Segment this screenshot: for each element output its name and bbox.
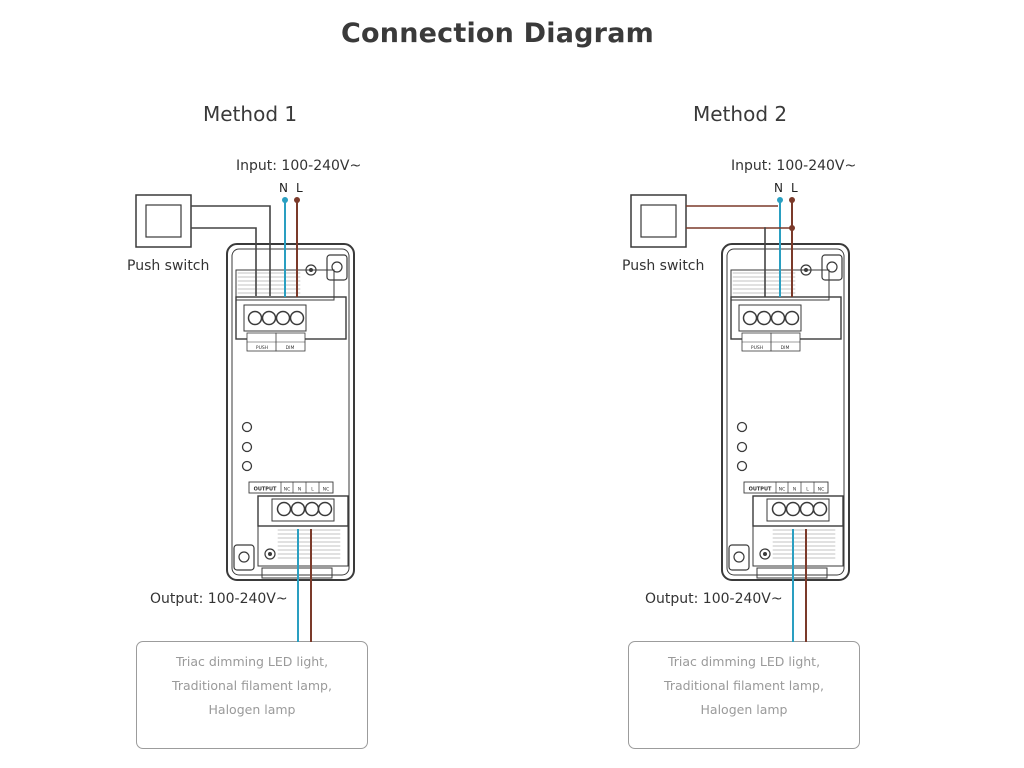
top-terminal-screw: [289, 310, 305, 326]
bottom-label-l: L: [806, 487, 809, 493]
method-1-output-label: Output: 100-240V~: [150, 591, 288, 607]
bottom-label-nc: NC: [323, 487, 330, 493]
bottom-label-nc: NC: [779, 487, 786, 493]
method-1-neutral-label: N: [279, 181, 288, 195]
bottom-label-n: N: [793, 487, 796, 493]
mount-hole-bottom-circle: [733, 551, 745, 563]
bottom-label-nc: NC: [818, 487, 825, 493]
bottom-screw-center: [763, 552, 767, 556]
method-2-diagram: PUSH DIM OUTPUT NC N L NC: [630, 194, 850, 642]
bottom-terminal-recess: [766, 498, 830, 522]
top-terminal-screw: [275, 310, 291, 326]
method-2-heading: Method 2: [693, 102, 788, 126]
push-switch-button: [145, 204, 182, 238]
indicator-led: [736, 460, 748, 472]
method-1-switch-label: Push switch: [127, 258, 210, 274]
top-terminal-screw: [770, 310, 786, 326]
method-2-output-label: Output: 100-240V~: [645, 591, 783, 607]
input-live-dot: [294, 197, 300, 203]
method-1-heading: Method 1: [203, 102, 298, 126]
method-1-live-label: L: [296, 181, 303, 195]
method-2-load-line: Triac dimming LED light,: [667, 654, 821, 669]
input-neutral-dot: [777, 197, 783, 203]
bottom-terminal-screw: [317, 501, 333, 517]
mount-hole-bottom-circle: [238, 551, 250, 563]
bottom-label-l: L: [311, 487, 314, 493]
controller-inner-outline: [726, 248, 845, 576]
top-label-push: PUSH: [256, 345, 268, 351]
input-neutral-dot: [282, 197, 288, 203]
method-2-neutral-label: N: [774, 181, 783, 195]
top-terminal-screw: [247, 310, 263, 326]
indicator-led: [241, 460, 253, 472]
method-1-load-line: Triac dimming LED light,: [175, 654, 329, 669]
bottom-header-output: OUTPUT: [749, 487, 772, 493]
method-2-switch-label: Push switch: [622, 258, 705, 274]
top-terminal-screw: [784, 310, 800, 326]
mount-hole-top-circle: [826, 261, 838, 273]
mount-hole-bottom: [233, 544, 255, 571]
top-terminal-recess: [243, 304, 307, 332]
bottom-terminal-cover: [752, 525, 844, 567]
controller-inner-outline: [231, 248, 350, 576]
top-terminal-recess: [738, 304, 802, 332]
method-1-load-box: Triac dimming LED light, Traditional fil…: [136, 641, 368, 749]
mount-hole-top: [326, 254, 348, 281]
input-live-dot: [789, 197, 795, 203]
bottom-terminal-screw: [290, 501, 306, 517]
indicator-led: [736, 441, 748, 453]
bottom-terminal-header: [248, 481, 334, 494]
controller-housing: [721, 243, 850, 581]
method-1-load-line: Halogen lamp: [208, 702, 296, 717]
bottom-screw-center: [268, 552, 272, 556]
indicator-led: [241, 441, 253, 453]
bottom-terminal-screw: [771, 501, 787, 517]
method-2-load-box: Triac dimming LED light, Traditional fil…: [628, 641, 860, 749]
indicator-led: [241, 421, 253, 433]
method-2-load-line: Halogen lamp: [700, 702, 788, 717]
page-title: Connection Diagram: [341, 18, 654, 49]
method-2-load-line: Traditional filament lamp,: [664, 678, 824, 693]
method-1-input-label: Input: 100-240V~: [236, 158, 362, 174]
top-terminal-screw: [756, 310, 772, 326]
bottom-terminal-cover: [257, 525, 349, 567]
method-2-live-label: L: [791, 181, 798, 195]
switch-live-junction: [789, 225, 795, 231]
bottom-label-n: N: [298, 487, 301, 493]
bottom-terminal-screw: [785, 501, 801, 517]
mount-hole-top: [821, 254, 843, 281]
bottom-terminal-header: [743, 481, 829, 494]
bottom-terminal-screw: [812, 501, 828, 517]
top-label-dim: DIM: [286, 345, 295, 351]
bottom-terminal-screw: [304, 501, 320, 517]
top-terminal-screw: [261, 310, 277, 326]
method-1-load-line: Traditional filament lamp,: [172, 678, 332, 693]
switch-wire-a: [191, 205, 271, 296]
controller-housing: [226, 243, 355, 581]
push-switch-button: [640, 204, 677, 238]
method-2-input-label: Input: 100-240V~: [731, 158, 857, 174]
bottom-terminal-screw: [276, 501, 292, 517]
bottom-header-output: OUTPUT: [254, 487, 277, 493]
top-label-dim: DIM: [781, 345, 790, 351]
mount-hole-top-circle: [331, 261, 343, 273]
switch-wire-b: [191, 227, 257, 296]
indicator-led: [736, 421, 748, 433]
bottom-terminal-screw: [799, 501, 815, 517]
bottom-terminal-recess: [271, 498, 335, 522]
mount-hole-bottom: [728, 544, 750, 571]
top-label-push: PUSH: [751, 345, 763, 351]
bottom-label-nc: NC: [284, 487, 291, 493]
method-1-diagram: PUSH DIM OUTPUT NC N L NC: [135, 194, 355, 642]
top-terminal-screw: [742, 310, 758, 326]
